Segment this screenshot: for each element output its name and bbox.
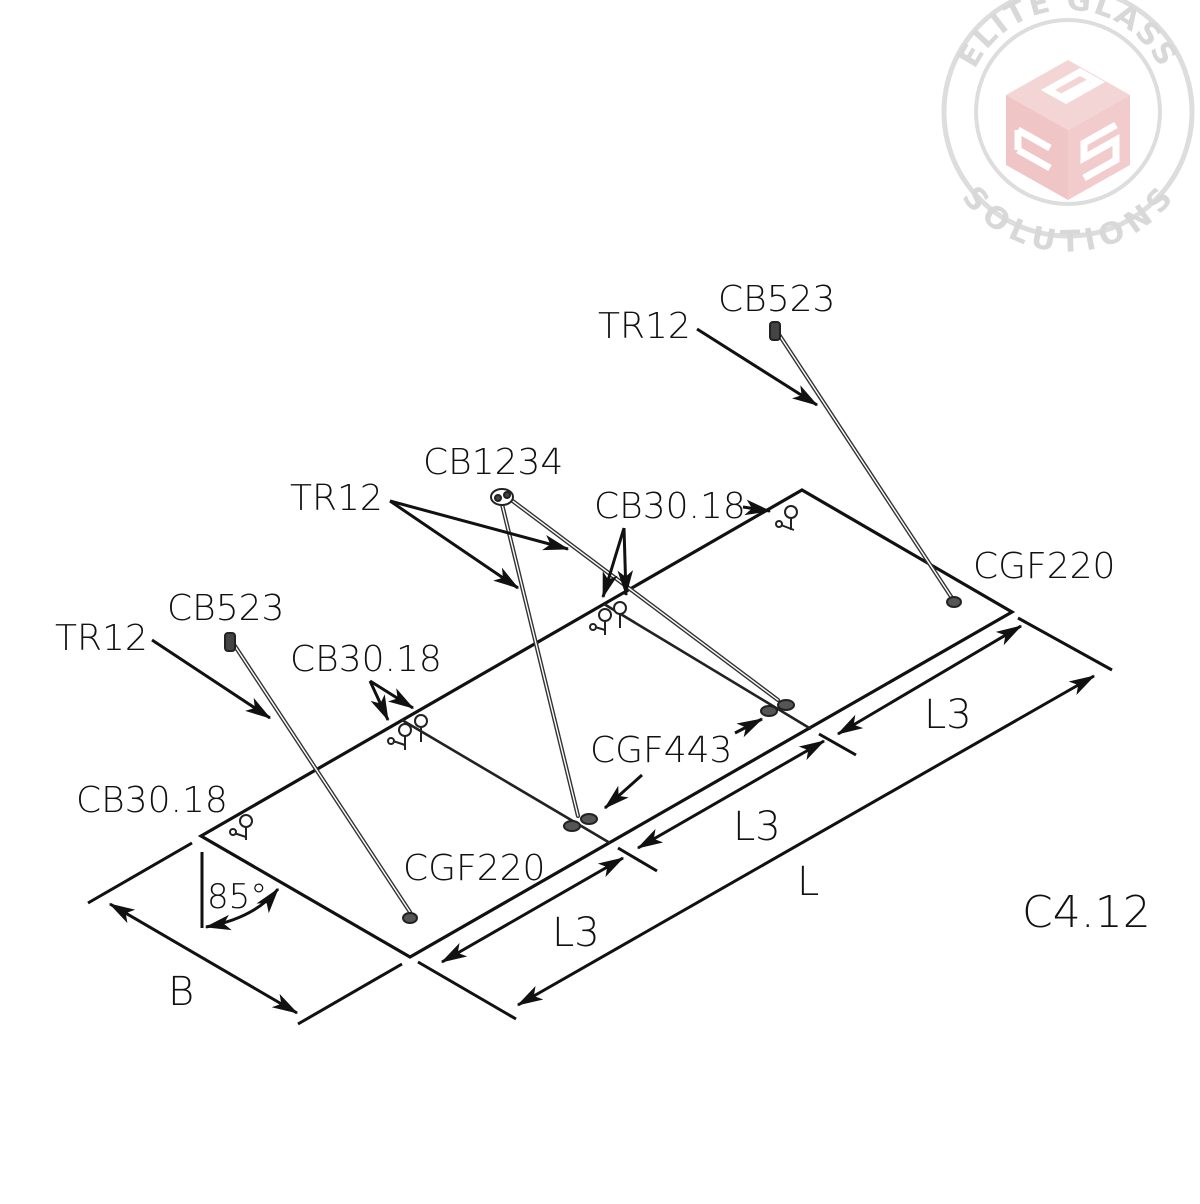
- label-cb1234: CB1234: [423, 442, 563, 483]
- dimension-l3-label-3: L3: [924, 692, 972, 738]
- dimension-l3-label-2: L3: [733, 804, 781, 850]
- label-cgf220-left: CGF220: [403, 848, 545, 889]
- label-cb3018-top: CB30.18: [594, 486, 746, 527]
- leader-arrows: [151, 327, 819, 810]
- label-tr12-right: TR12: [598, 306, 691, 347]
- label-cb523-right: CB523: [718, 279, 835, 320]
- logo-cube-icon: [1006, 60, 1130, 200]
- glass-fitting-cgf443-a: [563, 813, 598, 832]
- drawing-code: C4.12: [1022, 887, 1151, 938]
- clamp-cb3018-mid-a: [589, 601, 627, 635]
- label-tr12-middle: TR12: [290, 478, 383, 519]
- label-cb523-left: CB523: [167, 588, 284, 629]
- clamp-cb3018-top: [775, 505, 798, 531]
- label-cb3018-middle: CB30.18: [290, 639, 442, 680]
- dimension-l3-label-1: L3: [552, 910, 600, 956]
- logo-outer-ring: [941, 0, 1195, 239]
- glass-fitting-cgf220-right: [946, 596, 962, 608]
- label-tr12-left: TR12: [55, 618, 148, 659]
- wall-bracket-cb1234: [490, 488, 514, 506]
- dimension-lines: [87, 616, 1113, 1026]
- logo-inner-ring: [974, 18, 1162, 206]
- label-cgf443: CGF443: [590, 730, 732, 771]
- angle-label: 85°: [207, 877, 267, 917]
- panel-divider-2: [603, 602, 812, 731]
- label-cb3018-left: CB30.18: [76, 780, 228, 821]
- company-logo: ELITE GLASS SOLUTIONS: [941, 0, 1195, 260]
- wall-bracket-cb523-left: [224, 632, 236, 652]
- clamp-cb3018-mid-b: [387, 714, 428, 750]
- label-cgf220-right: CGF220: [973, 546, 1115, 587]
- glass-canopy-panel: [197, 488, 1016, 959]
- dimension-b-label: B: [168, 969, 194, 1015]
- clamp-cb3018-left: [229, 814, 253, 840]
- glass-fitting-cgf220-left: [402, 912, 418, 924]
- dimension-l-label: L: [797, 859, 819, 905]
- wall-bracket-cb523-right: [769, 321, 781, 341]
